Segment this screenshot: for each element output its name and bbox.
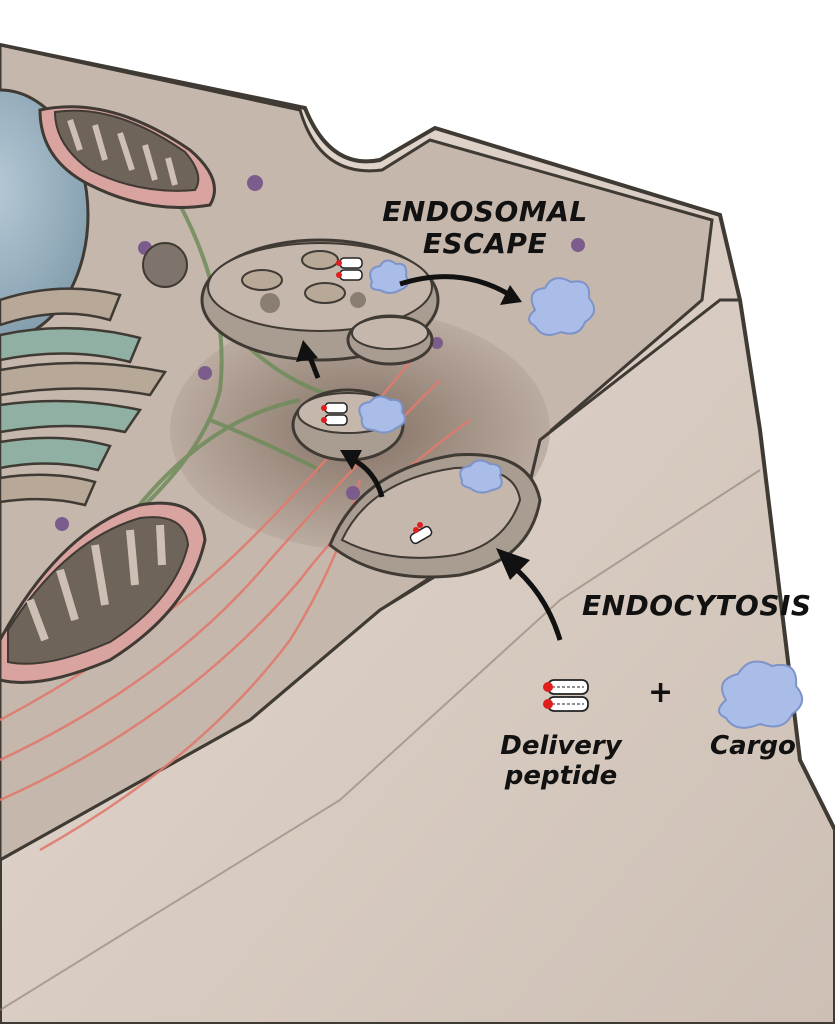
cell-bottom-edge: [0, 469, 761, 1011]
delivery-peptide-icon: [543, 679, 589, 712]
arrow-heads: [296, 285, 530, 580]
particles: [55, 175, 585, 531]
label-plus: +: [648, 675, 674, 710]
delivery-peptide-icon: [409, 522, 433, 545]
delivery-peptide-icon: [336, 257, 363, 281]
label-delivery-peptide: Delivery peptide: [496, 731, 626, 792]
mitochondrion-icon: [38, 105, 216, 209]
delivery-peptide-icon: [321, 402, 348, 426]
golgi-icon: [0, 287, 168, 507]
label-cargo: Cargo: [710, 731, 796, 761]
vesicle: [142, 242, 188, 288]
label-endocytosis: ENDOCYTOSIS: [582, 589, 812, 622]
label-endosomal-line-1: ENDOSOMAL: [382, 195, 588, 228]
label-endosomal-escape: ENDOSOMAL ESCAPE: [360, 195, 610, 261]
endosome-icon: [346, 314, 434, 366]
cargo-icon: [358, 259, 803, 729]
label-delivery-line-1: Delivery: [500, 731, 622, 761]
label-delivery-line-2: peptide: [504, 760, 618, 791]
label-endosomal-line-2: ESCAPE: [422, 227, 548, 261]
mitochondrion-icon: [0, 501, 207, 684]
